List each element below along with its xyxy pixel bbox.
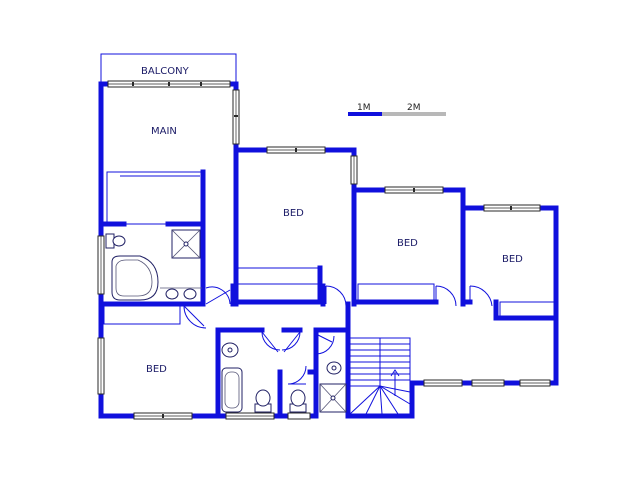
room-labels: BALCONY MAIN BED BED BED BED: [141, 66, 523, 375]
room-label-bed-4: BED: [146, 364, 167, 375]
door-bathroom: [261, 331, 281, 353]
door-bed2: [435, 285, 457, 307]
toilet-ensuite: [105, 233, 126, 249]
window-ensuite-west: [97, 235, 105, 295]
room-label-main: MAIN: [151, 126, 177, 137]
door-bed3: [469, 285, 493, 307]
window-southeast-3: [519, 379, 551, 387]
room-label-bed-3: BED: [502, 254, 523, 265]
door-wc: [281, 331, 301, 353]
toilet-bathroom: [254, 389, 272, 413]
room-label-bed-2: BED: [397, 238, 418, 249]
interior-lines: [103, 171, 555, 325]
window-bed1-north: [266, 146, 326, 154]
shower-bathroom: [319, 383, 347, 413]
window-southeast-1: [423, 379, 463, 387]
window-wc-south: [287, 412, 311, 420]
wardrobe-bed4: [103, 305, 181, 325]
staircase: [349, 337, 411, 415]
wardrobe-main: [106, 171, 204, 225]
wardrobe-bed2: [357, 283, 435, 301]
wall-bath2-west: [215, 327, 265, 419]
basin-shower: [326, 361, 342, 375]
door-toilet-east: [287, 365, 307, 385]
room-label-balcony: BALCONY: [141, 66, 190, 77]
scale-label-1m: 1M: [357, 103, 371, 113]
window-balcony-slider: [107, 80, 231, 88]
doors: [183, 285, 493, 385]
wall-east-lower: [345, 315, 559, 419]
windows: [97, 80, 551, 420]
bathtub-bathroom: [221, 367, 243, 413]
door-bed4: [183, 305, 207, 329]
window-bed3-north: [483, 204, 541, 212]
window-bed4-west: [97, 337, 105, 395]
door-ensuite: [205, 286, 231, 305]
door-bed1: [325, 285, 347, 307]
room-label-bed-1: BED: [283, 208, 304, 219]
fixtures: [105, 229, 347, 413]
window-bath-south: [225, 412, 275, 420]
wall-south: [98, 301, 319, 419]
toilet-wc: [289, 389, 307, 413]
scale-bar: 1M 2M: [348, 103, 446, 116]
window-bed1-east: [350, 155, 358, 185]
wardrobe-bed3: [499, 301, 555, 317]
scale-label-2m: 2M: [407, 103, 421, 113]
wardrobe-bed1: [237, 267, 321, 285]
window-main-east: [232, 89, 240, 145]
basins-ensuite: [160, 287, 202, 300]
window-southeast-2: [471, 379, 505, 387]
bathtub-ensuite: [111, 255, 159, 301]
window-bed4-south: [133, 412, 193, 420]
wall-bed1-south: [233, 265, 323, 305]
window-bed2-north: [384, 186, 444, 194]
shower-ensuite: [171, 229, 201, 259]
basin-bathroom: [221, 342, 239, 358]
door-shower: [315, 333, 335, 355]
